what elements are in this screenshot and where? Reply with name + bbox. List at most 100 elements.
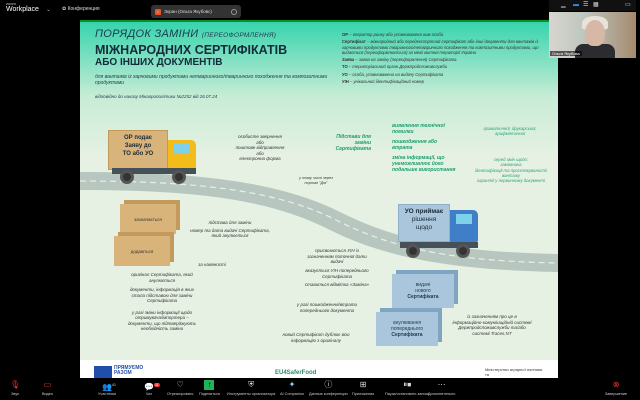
grid-icon[interactable]: ▦: [593, 2, 599, 8]
speaker-view-icon[interactable]: ▬: [573, 2, 579, 8]
ground-item: виявлення технічної помилки: [392, 123, 445, 135]
safefood-logo: EU4SaferFood: [275, 370, 317, 376]
ai-companion-button[interactable]: ✦ AI Companion: [280, 380, 304, 396]
brand-small: zoom: [6, 1, 16, 6]
chevron-down-icon[interactable]: ⌄: [46, 7, 52, 13]
title-line-1: ПОРЯДОК ЗАМІНИ (ПЕРЕОФОРМЛЕННЯ): [95, 28, 276, 40]
pop-out-icon[interactable]: ▭: [625, 2, 631, 8]
indicated-items: підстава для заміни номер та дата видачі…: [190, 220, 270, 239]
submit-way: поштове відправлення: [235, 145, 285, 150]
eu-flag-icon: [94, 366, 112, 378]
new-cert-item: присвоюється УІН із зазначенням поточної…: [307, 248, 367, 264]
glossary-item: УО – особа, уповноважена на видачу Серти…: [342, 72, 542, 77]
end-call-icon: ⊗: [612, 380, 620, 389]
term: ТО: [342, 64, 348, 70]
screen-share-indicator[interactable]: ▪Экран (Ольга Якубовс): [151, 5, 241, 18]
host-tools-button[interactable]: ⛨Инструменты организатора: [227, 380, 275, 396]
submit-way: або: [256, 150, 264, 156]
apps-icon: ⊞: [359, 380, 367, 389]
sparkle-icon: ✦: [288, 380, 296, 389]
more-button[interactable]: ⋯Дополнительно: [428, 380, 455, 396]
record-button[interactable]: ⏸⏹Пауза/остановить запись: [385, 380, 429, 396]
glossary-item: Заява – заява на заміну (переоформлення)…: [342, 57, 542, 62]
end-button[interactable]: ⊗ Завершение: [605, 380, 627, 396]
label: Участники: [98, 392, 117, 396]
ministry-logo: Міністерство аграрної політики та: [485, 367, 543, 377]
share-button[interactable]: ↑ Поделиться: [199, 380, 220, 396]
meeting-tab-label: Конференция: [67, 6, 100, 12]
label: Инструменты организатора: [227, 392, 276, 396]
indicated-item: номер та дата видачі Сертифіката, який а…: [190, 227, 270, 239]
label: AI Companion: [280, 392, 305, 396]
truck1-line: Заяву до: [124, 143, 152, 149]
truck2-line: щодо: [415, 224, 433, 231]
attached-items: оригінал Сертифіката, який анулюється до…: [124, 272, 200, 332]
participant-name: Ольга Якубова: [550, 51, 582, 56]
more-icon: ⋯: [437, 380, 446, 389]
title1-small: (ПЕРЕОФОРМЛЕННЯ): [201, 32, 277, 39]
react-button[interactable]: ♡Отреагировать: [167, 380, 193, 396]
truck1-line: ОР подає: [123, 135, 152, 141]
change-type: замовника: [500, 162, 522, 168]
wheel: [456, 244, 470, 258]
issue-line: нового: [415, 288, 431, 294]
term: ОР: [342, 32, 349, 37]
participants-count: 41: [112, 383, 116, 387]
glossary-item: Сертифікат – міжнародний або передекспор…: [342, 39, 542, 55]
video-button[interactable]: ▭Видео: [42, 380, 53, 396]
meeting-tab[interactable]: ✿ Конференция: [62, 6, 100, 12]
apps-button[interactable]: ⊞ Приложения: [352, 380, 374, 396]
glossary-item: ОР – оператор ринку або уповноважена ним…: [342, 32, 542, 37]
attached-item: документи, інформація в яких стала підст…: [129, 287, 195, 303]
order-reference: відповідно до наказу Мінагрополітики №22…: [95, 94, 218, 99]
window: [456, 214, 472, 224]
def: – міжнародний або передекспортний сертиф…: [342, 39, 539, 55]
wheel: [172, 170, 186, 184]
participant-body: [575, 44, 615, 58]
attached-item: у разі зміни інформації щодо отримувача/…: [127, 309, 197, 332]
issue-line: видачі: [415, 282, 431, 288]
label: Приложения: [352, 392, 375, 396]
glossary: ОР – оператор ринку або уповноважена ним…: [342, 32, 542, 86]
new-cert-item: новий Сертифікат дублює всю інформацію з…: [282, 332, 350, 343]
truck-2-cab: [450, 210, 478, 242]
participants-icon: 👥41: [102, 382, 116, 392]
truck-1-cab: [168, 140, 196, 170]
wheel: [406, 244, 420, 258]
term: Заява: [342, 57, 355, 63]
share-icon: ▪: [155, 8, 161, 15]
indicated-item: підстава для заміни: [208, 220, 252, 225]
share-screen-icon: ↑: [204, 380, 215, 390]
mic-muted-icon: 🎙: [10, 380, 21, 389]
label: Завершение: [605, 392, 628, 396]
glossary-item: ТО – територіальний орган Держпродспожив…: [342, 64, 542, 69]
wheel: [120, 170, 134, 184]
if-available: за наявності: [198, 262, 226, 267]
ground-item: зміна інформації, що унеможливлює його п…: [392, 155, 456, 173]
def: – особа, уповноважена на видачу Сертифік…: [347, 71, 444, 77]
truck-2-chassis: [400, 242, 478, 248]
audio-button[interactable]: 🎙Звук: [10, 380, 20, 396]
title-line-2: МІЖНАРОДНИХ СЕРТИФІКАТІВ: [95, 43, 288, 57]
label: Отреагировать: [167, 392, 194, 396]
submit-way: електронна форма: [239, 156, 281, 161]
options-icon[interactable]: [231, 8, 237, 15]
label: Данные конференции: [309, 392, 348, 396]
label: Поделиться: [199, 392, 220, 396]
minimize-icon[interactable]: ▁: [561, 2, 566, 8]
info-icon: ⓘ: [324, 380, 333, 389]
truck1-line: ТО або УО: [122, 151, 154, 157]
cancel-line: Сертифіката: [391, 332, 423, 338]
pause-stop-icon: ⏸⏹: [403, 380, 412, 389]
eu-logo-text: ПРЯМУЄМО РАЗОМ: [114, 365, 144, 376]
change-types: серед змін щодо: замовника ідентифікації…: [468, 157, 554, 183]
submit-ways: особисте звернення або поштове відправле…: [220, 134, 300, 162]
gallery-icon[interactable]: ☰: [583, 2, 589, 8]
participant-face: [585, 20, 605, 46]
